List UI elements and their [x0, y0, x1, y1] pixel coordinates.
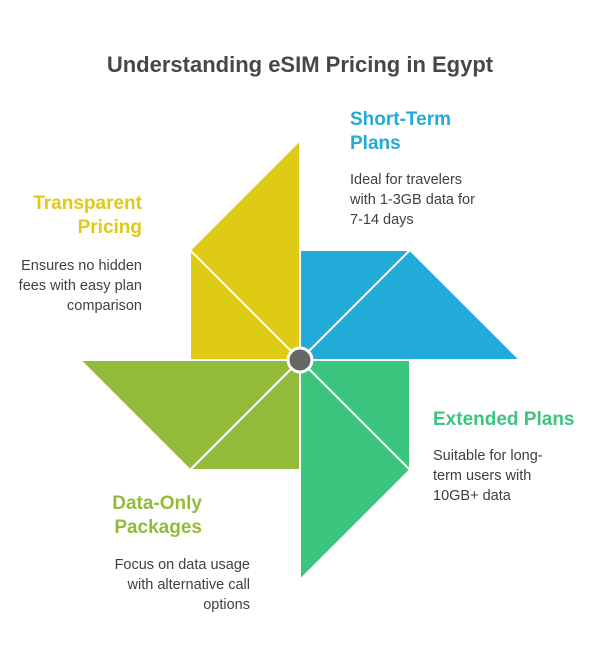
desc-line: fees with easy plan: [18, 278, 142, 294]
blade-extended-plans: [299, 359, 411, 583]
desc-line: with 1-3GB data for: [350, 192, 475, 208]
heading-line: Extended Plans: [433, 409, 575, 430]
heading-line: Short-Term: [350, 109, 451, 130]
data-only-heading: Data-Only Packages: [0, 492, 202, 540]
short-term-description: Ideal for travelers with 1-3GB data for …: [350, 170, 475, 230]
desc-line: Suitable for long-: [433, 448, 543, 464]
short-term-heading: Short-Term Plans: [350, 108, 451, 156]
extended-plans-heading: Extended Plans: [433, 408, 575, 432]
heading-line: Transparent: [33, 193, 142, 214]
desc-line: Ensures no hidden: [21, 258, 142, 274]
data-only-description: Focus on data usage with alternative cal…: [0, 555, 250, 615]
desc-line: term users with: [433, 468, 532, 484]
extended-plans-description: Suitable for long- term users with 10GB+…: [433, 446, 543, 506]
heading-line: Packages: [114, 517, 202, 538]
blade-divider: [299, 249, 411, 361]
heading-line: Pricing: [77, 217, 142, 238]
blade-short-term-plans: [299, 249, 523, 361]
heading-line: Plans: [350, 133, 401, 154]
heading-line: Data-Only: [112, 493, 202, 514]
blade-data-only-packages: [77, 359, 301, 471]
transparent-pricing-heading: Transparent Pricing: [0, 192, 142, 240]
pinwheel-hub: [286, 346, 314, 374]
blade-divider: [189, 249, 301, 361]
desc-line: options: [203, 597, 250, 613]
desc-line: Focus on data usage: [114, 557, 250, 573]
blade-divider: [189, 359, 301, 471]
desc-line: 10GB+ data: [433, 488, 511, 504]
blade-divider: [299, 359, 411, 471]
blade-transparent-pricing: [189, 137, 301, 361]
desc-line: with alternative call: [127, 577, 251, 593]
desc-line: Ideal for travelers: [350, 172, 463, 188]
diagram-title: Understanding eSIM Pricing in Egypt: [106, 52, 494, 77]
transparent-pricing-description: Ensures no hidden fees with easy plan co…: [0, 256, 142, 316]
desc-line: comparison: [67, 298, 142, 314]
desc-line: 7-14 days: [350, 212, 414, 228]
